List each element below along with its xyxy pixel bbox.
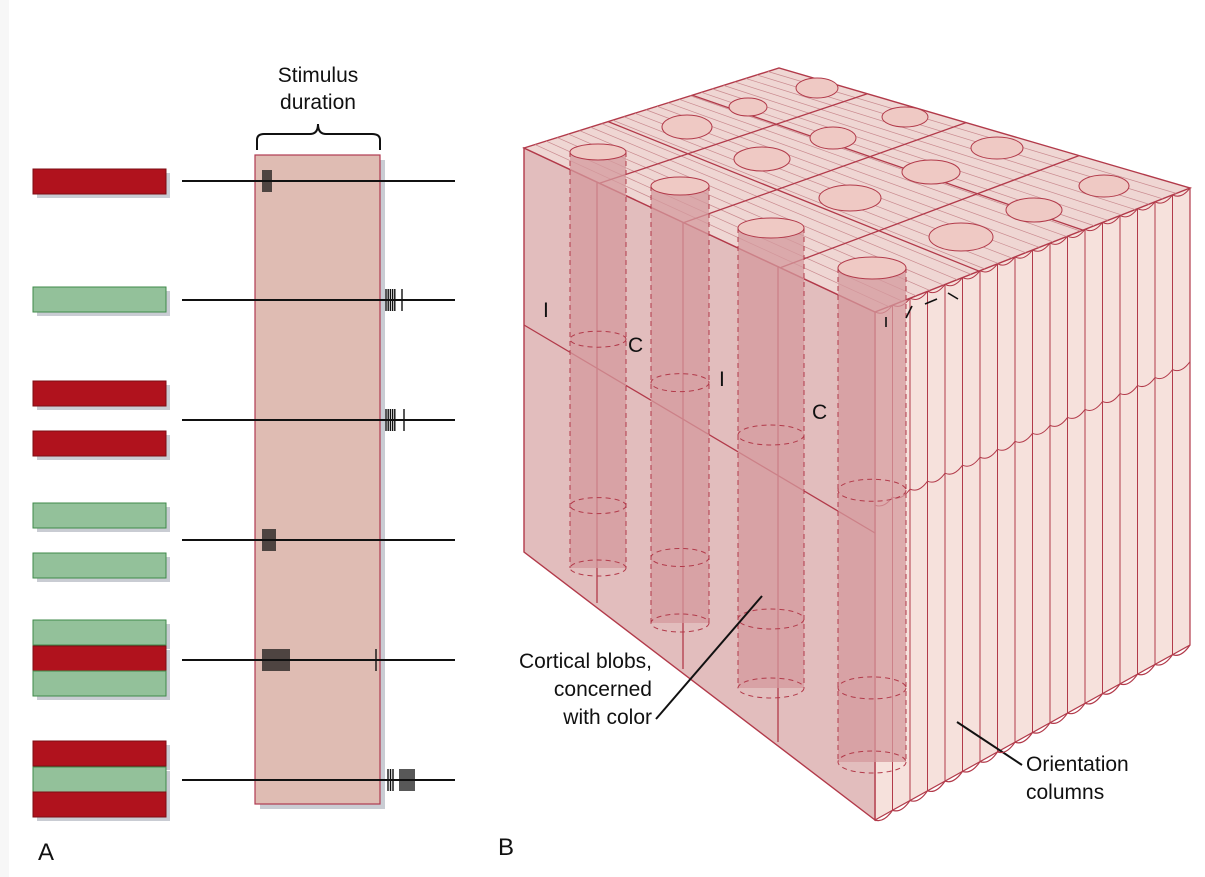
blob-cylinder-section (650, 547, 710, 567)
panel-a: Stimulus duration A (32, 64, 455, 866)
blob-cylinder-section (569, 559, 627, 577)
red-stimulus-bar (32, 740, 167, 767)
blob-leader-line (655, 595, 763, 720)
column-label-ipsilateral: I (543, 299, 549, 322)
top-face-blobs (661, 77, 1130, 252)
top-row-boundary (607, 120, 980, 272)
green-stimulus-bar (32, 670, 167, 697)
panel-b: I C I C Cortical blobs, concerned with c… (498, 67, 1193, 861)
stimulus-bars (32, 168, 170, 821)
green-stimulus-bar (32, 502, 167, 529)
panel-letter-b: B (498, 834, 514, 861)
blob-cylinder-section (837, 676, 907, 700)
top-hatch-line (656, 105, 1040, 248)
top-blob (1005, 197, 1063, 223)
column-label-contralateral: C (628, 334, 643, 357)
blob-label-line2: concerned (554, 678, 652, 701)
top-hatch-line (590, 126, 958, 280)
stimulus-duration-window (254, 154, 381, 805)
top-blob (818, 184, 882, 212)
duration-brace (256, 123, 381, 150)
blob-cylinder-body (738, 228, 804, 688)
top-blob (795, 77, 839, 99)
orientation-leader-line (956, 721, 1023, 766)
layer-seam (875, 361, 1190, 507)
blob-cylinder-section (650, 373, 710, 393)
orientation-label-line2: columns (1026, 781, 1104, 804)
top-hatch-line (723, 85, 1122, 216)
top-hatch-line (734, 81, 1136, 210)
top-hatch-line (668, 102, 1054, 243)
top-column-boundary (599, 93, 868, 184)
top-blob (809, 126, 857, 150)
top-hatch-line (601, 123, 972, 275)
column-label-contralateral-2: C (812, 401, 827, 424)
blob-cylinder-body (570, 152, 626, 568)
blob-cylinder-top (569, 143, 627, 161)
duration-label: duration (280, 91, 356, 114)
top-column-boundary (780, 154, 1080, 269)
blob-cylinder-section (737, 608, 805, 630)
top-blob (901, 159, 961, 185)
blob-cylinder-section (650, 613, 710, 633)
top-column-boundary (683, 121, 967, 224)
green-stimulus-bar (32, 286, 167, 313)
red-stimulus-bar (32, 380, 167, 407)
red-stimulus-bar (32, 791, 167, 818)
column-label-ipsilateral-2: I (719, 368, 725, 391)
red-stimulus-bar (32, 430, 167, 457)
panel-letter-a: A (38, 839, 54, 866)
blob-cylinder-body (838, 268, 906, 762)
blob-label-line3: with color (562, 706, 652, 729)
top-hatch-line (612, 119, 985, 270)
red-stimulus-bar (32, 168, 167, 195)
red-stimulus-bar (32, 645, 167, 672)
green-stimulus-bar (32, 766, 167, 793)
orientation-tick-marks (885, 292, 959, 327)
blob-cylinder-body (651, 186, 709, 623)
top-blob (970, 136, 1024, 160)
stimulus-label: Stimulus (278, 64, 359, 87)
top-blob (881, 106, 929, 128)
green-stimulus-bar (32, 552, 167, 579)
blob-cylinder-top (650, 176, 710, 196)
blob-label-line1: Cortical blobs, (519, 650, 652, 673)
blob-cylinder-section (837, 750, 907, 774)
left-margin (0, 0, 9, 877)
column-bottom-scallops (874, 644, 1191, 822)
blob-cylinder-top (737, 217, 805, 239)
top-blob (1078, 174, 1130, 198)
cortical-blob-cylinders (569, 143, 907, 774)
blob-cylinder-section (737, 424, 805, 446)
green-stimulus-bar (32, 619, 167, 646)
blob-cylinder-section (569, 330, 627, 348)
blob-cylinder-section (569, 497, 627, 515)
blob-cylinder-section (737, 677, 805, 699)
top-blob (661, 114, 713, 140)
blob-cylinder-top (837, 256, 907, 280)
orientation-label-line1: Orientation (1026, 753, 1129, 776)
top-blob (733, 146, 791, 172)
top-blob (728, 97, 768, 117)
top-hatch-line (679, 98, 1067, 237)
top-blob (928, 222, 994, 252)
response-traces (182, 170, 455, 791)
blob-cylinder-section (837, 478, 907, 502)
